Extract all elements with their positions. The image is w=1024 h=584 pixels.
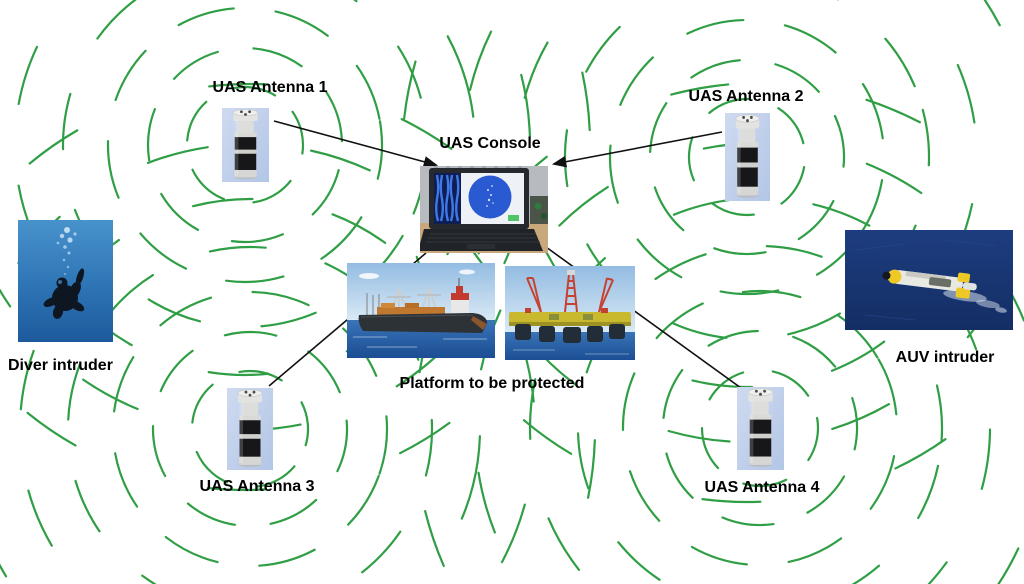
oil-rig-photo — [505, 266, 635, 360]
auv-intruder-photo — [845, 230, 1013, 330]
uas-antenna-3-photo — [227, 388, 273, 470]
hydrophone-antenna-icon — [227, 388, 273, 470]
cargo-ship-photo — [347, 263, 495, 358]
diver-label: Diver intruder — [8, 357, 113, 374]
diver-intruder-photo — [18, 220, 113, 342]
antenna-3-label: UAS Antenna 3 — [199, 478, 315, 495]
uas-antenna-2-photo — [725, 113, 770, 201]
uas-antenna-1-photo — [222, 108, 269, 182]
arrow-antenna2-to-console — [551, 131, 723, 168]
hydrophone-antenna-icon — [737, 387, 784, 470]
platform-label: Platform to be protected — [399, 375, 585, 392]
ripple-arcs-antenna-2 — [400, 0, 1024, 504]
antenna-2-label: UAS Antenna 2 — [688, 88, 804, 105]
uas-console-photo — [420, 166, 548, 253]
antenna-1-label: UAS Antenna 1 — [212, 79, 328, 96]
antenna-4-label: UAS Antenna 4 — [704, 479, 820, 496]
uas-antenna-4-photo — [737, 387, 784, 470]
laptop-sonar-console-icon — [420, 166, 548, 253]
oil-rig-icon — [505, 266, 635, 360]
arrow-antenna1-to-console — [273, 120, 439, 168]
auv-label: AUV intruder — [895, 349, 995, 366]
scuba-diver-icon — [18, 220, 113, 342]
auv-icon — [845, 230, 1013, 330]
hydrophone-antenna-icon — [222, 108, 269, 182]
cargo-ship-icon — [347, 263, 495, 358]
console-label: UAS Console — [439, 135, 541, 152]
hydrophone-antenna-icon — [725, 113, 770, 201]
